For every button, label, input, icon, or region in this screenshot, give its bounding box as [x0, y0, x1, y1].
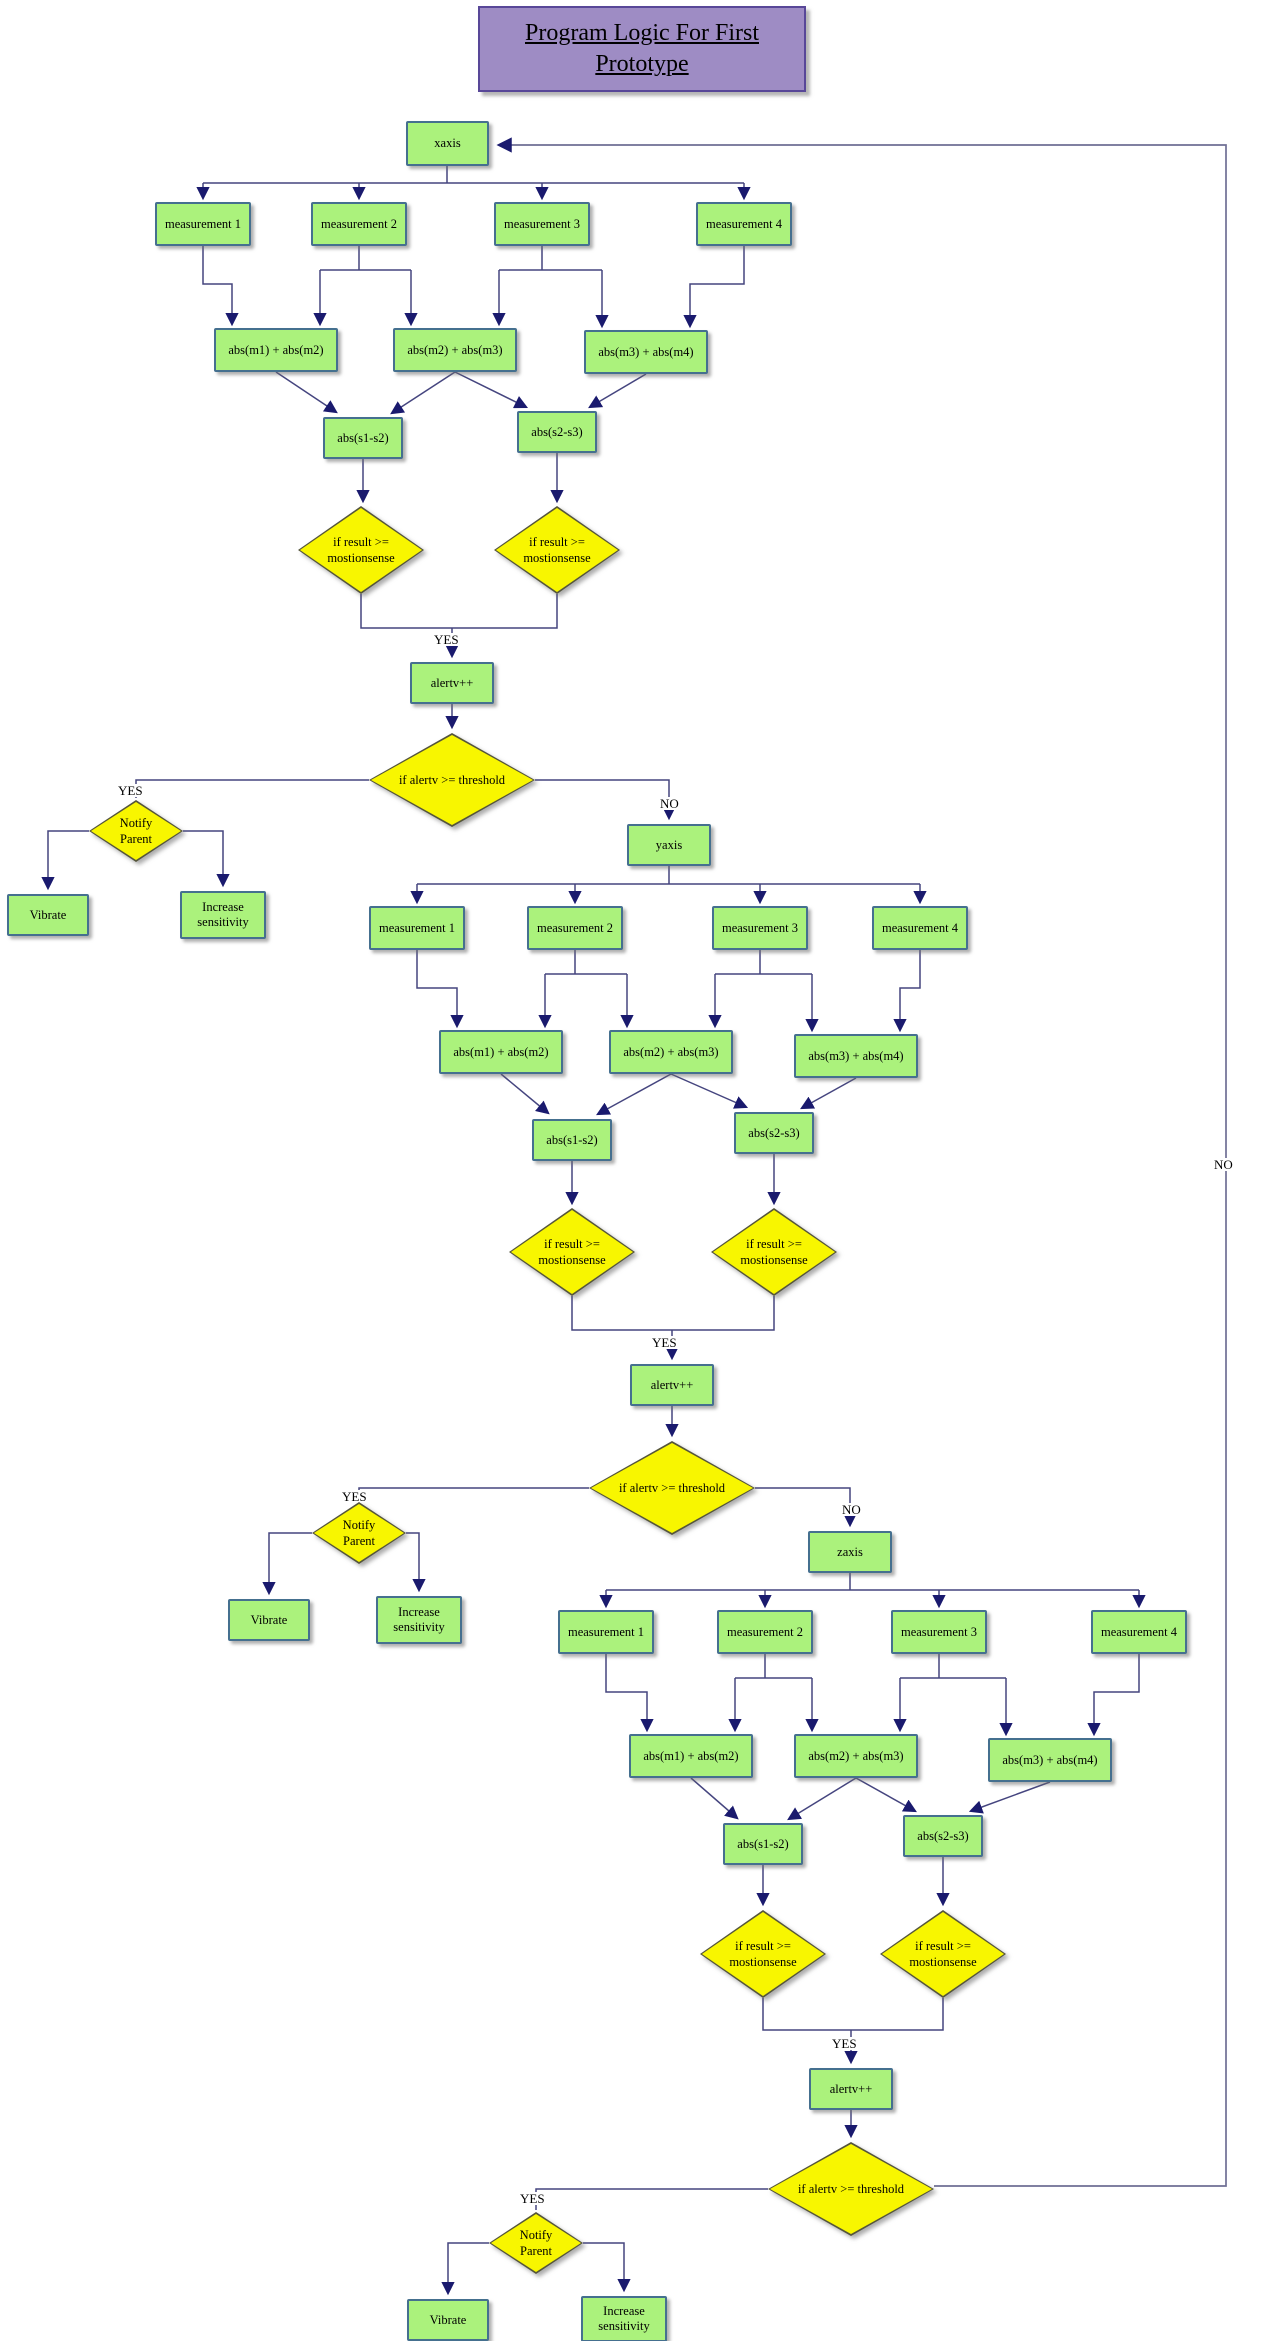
- branch-label-no: NO: [1212, 1157, 1235, 1172]
- branch-label-yes: YES: [340, 1489, 369, 1504]
- node-measurement: measurement 4: [696, 202, 792, 246]
- decision-result: if result >= mostionsense: [494, 506, 620, 594]
- wires-section-yaxis: [262, 866, 927, 1596]
- node-sum: abs(m3) + abs(m4): [988, 1738, 1112, 1782]
- node-measurement: measurement 2: [717, 1610, 813, 1654]
- decision-text: if alertv >= threshold: [398, 772, 506, 787]
- decision-notify-parent: Notify Parent: [489, 2212, 583, 2274]
- decision-text: Notify Parent: [119, 815, 153, 846]
- node-diff: abs(s2-s3): [517, 411, 597, 453]
- node-axis-y: yaxis: [627, 824, 711, 866]
- decision-text: if result >= mostionsense: [538, 1236, 606, 1267]
- decision-result: if result >= mostionsense: [509, 1208, 635, 1296]
- decision-text: if alertv >= threshold: [618, 1480, 726, 1495]
- branch-label-no: NO: [840, 1502, 863, 1517]
- branch-label-yes: YES: [830, 2036, 859, 2051]
- wires-section-zaxis: [441, 1573, 1146, 2296]
- node-diff: abs(s1-s2): [532, 1119, 612, 1161]
- node-sum: abs(m3) + abs(m4): [794, 1034, 918, 1078]
- decision-result: if result >= mostionsense: [298, 506, 424, 594]
- decision-text: if result >= mostionsense: [909, 1938, 977, 1969]
- decision-threshold: if alertv >= threshold: [589, 1441, 755, 1535]
- decision-threshold: if alertv >= threshold: [369, 733, 535, 827]
- decision-text: if alertv >= threshold: [797, 2181, 905, 2196]
- title-text: Program Logic For First Prototype: [525, 19, 759, 77]
- node-increment: alertv++: [410, 662, 494, 704]
- node-sum: abs(m2) + abs(m3): [609, 1030, 733, 1074]
- node-measurement: measurement 4: [1091, 1610, 1187, 1654]
- decision-text: if result >= mostionsense: [729, 1938, 797, 1969]
- decision-result: if result >= mostionsense: [711, 1208, 837, 1296]
- node-sum: abs(m3) + abs(m4): [584, 330, 708, 374]
- branch-label-yes: YES: [518, 2191, 547, 2206]
- node-measurement: measurement 2: [311, 202, 407, 246]
- node-measurement: measurement 1: [558, 1610, 654, 1654]
- decision-text: if result >= mostionsense: [523, 534, 591, 565]
- node-vibrate: Vibrate: [228, 1599, 310, 1641]
- node-diff: abs(s2-s3): [734, 1112, 814, 1154]
- node-increase-sensitivity: Increase sensitivity: [581, 2296, 667, 2341]
- node-measurement: measurement 2: [527, 906, 623, 950]
- decision-text: if result >= mostionsense: [327, 534, 395, 565]
- decision-notify-parent: Notify Parent: [312, 1502, 406, 1564]
- wires-section-xaxis: [41, 166, 751, 891]
- branch-label-yes: YES: [650, 1335, 679, 1350]
- decision-text: Notify Parent: [519, 2227, 553, 2258]
- node-axis-x: xaxis: [406, 121, 489, 166]
- branch-label-yes: YES: [116, 783, 145, 798]
- node-sum: abs(m1) + abs(m2): [629, 1734, 753, 1778]
- node-measurement: measurement 1: [155, 202, 251, 246]
- node-diff: abs(s1-s2): [723, 1823, 803, 1865]
- node-sum: abs(m1) + abs(m2): [214, 328, 338, 372]
- node-vibrate: Vibrate: [407, 2299, 489, 2341]
- connector-feedback-loop: [496, 137, 1227, 2187]
- node-diff: abs(s1-s2): [323, 417, 403, 459]
- node-increment: alertv++: [630, 1364, 714, 1406]
- node-increment: alertv++: [809, 2068, 893, 2110]
- branch-label-yes: YES: [432, 632, 461, 647]
- node-measurement: measurement 3: [712, 906, 808, 950]
- decision-text: Notify Parent: [342, 1517, 376, 1548]
- node-measurement: measurement 1: [369, 906, 465, 950]
- node-measurement: measurement 3: [891, 1610, 987, 1654]
- node-sum: abs(m2) + abs(m3): [794, 1734, 918, 1778]
- title-box: Program Logic For First Prototype: [478, 6, 806, 92]
- branch-label-no: NO: [658, 796, 681, 811]
- decision-notify-parent: Notify Parent: [89, 800, 183, 862]
- decision-result: if result >= mostionsense: [880, 1910, 1006, 1998]
- node-axis-z: zaxis: [808, 1531, 892, 1573]
- node-diff: abs(s2-s3): [903, 1815, 983, 1857]
- node-vibrate: Vibrate: [7, 894, 89, 936]
- node-sum: abs(m2) + abs(m3): [393, 328, 517, 372]
- node-measurement: measurement 3: [494, 202, 590, 246]
- decision-text: if result >= mostionsense: [740, 1236, 808, 1267]
- node-increase-sensitivity: Increase sensitivity: [376, 1596, 462, 1644]
- decision-threshold: if alertv >= threshold: [768, 2142, 934, 2236]
- node-increase-sensitivity: Increase sensitivity: [180, 891, 266, 939]
- decision-result: if result >= mostionsense: [700, 1910, 826, 1998]
- node-sum: abs(m1) + abs(m2): [439, 1030, 563, 1074]
- node-measurement: measurement 4: [872, 906, 968, 950]
